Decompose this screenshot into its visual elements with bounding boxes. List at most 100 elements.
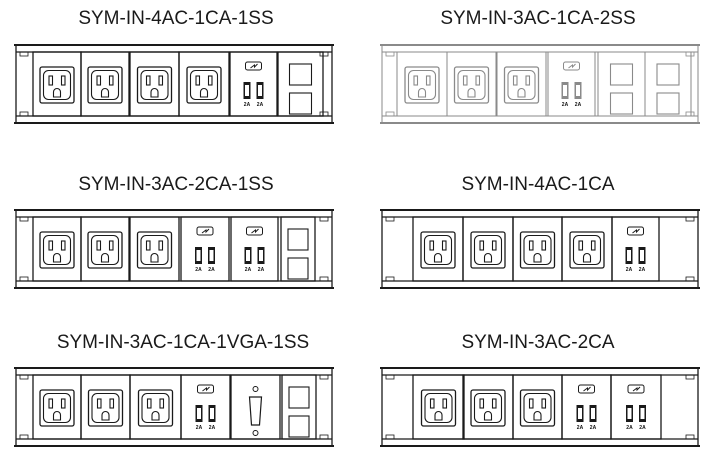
- charging-icon-frame: [627, 226, 644, 236]
- ac-outlet: [569, 231, 605, 269]
- mounting-tab: [19, 374, 29, 380]
- mounting-tab: [319, 216, 329, 222]
- outlet-slot-right: [207, 75, 213, 86]
- outlet-plate: [39, 389, 75, 427]
- module-bay: [178, 51, 230, 117]
- lightning-icon: [201, 228, 210, 234]
- outlet-ground-hole: [483, 252, 493, 263]
- blank-insert-top: [288, 63, 313, 86]
- usb-rating-right: 2A: [575, 102, 582, 108]
- outlet-plate: [186, 66, 222, 104]
- outlet-ground-hole: [434, 410, 443, 421]
- usb-port-left-slot: [245, 85, 249, 96]
- module-bay: [129, 216, 180, 282]
- vga-connector: [248, 396, 263, 426]
- outlet-slot-right: [159, 398, 165, 409]
- outlet-ground-hole: [101, 410, 110, 421]
- usb-rating-right: 2A: [208, 267, 215, 273]
- outlet-slot-left: [429, 398, 435, 409]
- outlet-face: [140, 234, 169, 266]
- blank-insert-top: [288, 386, 310, 409]
- panel-title: SYM-IN-4AC-1CA: [461, 174, 614, 195]
- outlet-slot-right: [60, 75, 66, 86]
- mounting-tab: [319, 111, 329, 117]
- usb-rating-left: 2A: [562, 102, 569, 108]
- mounting-tab: [19, 51, 29, 57]
- outlet-plate: [87, 389, 124, 427]
- outlet-slot-right: [158, 240, 164, 251]
- outlet-face: [42, 234, 72, 266]
- outlet-plate: [420, 231, 456, 269]
- outlet-slot-left: [462, 75, 468, 86]
- usb-port-left-slot: [627, 408, 632, 419]
- blank-insert-pair: [656, 63, 680, 115]
- outlet-slot-right: [158, 75, 164, 86]
- mounting-tab: [685, 216, 695, 222]
- outlet-slot-left: [146, 398, 152, 409]
- outlet-face: [507, 69, 536, 101]
- outlet-face: [424, 392, 453, 424]
- lightning-icon: [202, 386, 210, 392]
- lightning-icon: [632, 386, 641, 392]
- outlet-plate: [137, 389, 174, 427]
- module-bay: [446, 51, 497, 117]
- outlet-plate: [470, 231, 506, 269]
- outlet-face: [572, 234, 602, 266]
- outlet-slot-left: [413, 75, 419, 86]
- mounting-tab: [319, 276, 329, 282]
- usb-rating-left: 2A: [245, 267, 252, 273]
- module-bay: [611, 216, 660, 282]
- outlet-plate: [453, 66, 490, 104]
- ac-outlet: [39, 231, 75, 269]
- mounting-tab: [19, 276, 29, 282]
- ac-outlet: [470, 231, 506, 269]
- ac-outlet: [39, 389, 75, 427]
- ac-outlet: [136, 66, 173, 104]
- usb-rating-right: 2A: [257, 102, 264, 108]
- usb-charger: 2A 2A: [243, 61, 264, 108]
- outlet-slot-left: [195, 75, 201, 86]
- outlet-plate: [136, 231, 173, 269]
- usb-rating-left: 2A: [244, 102, 251, 108]
- usb-port-left-slot: [196, 250, 201, 261]
- charging-icon-frame: [196, 226, 214, 236]
- outlet-slot-right: [491, 398, 497, 409]
- ac-outlet: [453, 66, 490, 104]
- lightning-icon: [583, 386, 591, 392]
- blank-insert-pair: [288, 63, 313, 115]
- ac-outlet: [519, 389, 556, 427]
- vga-screw-bottom: [252, 430, 259, 436]
- panel-title: SYM-IN-3AC-1CA-2SS: [440, 8, 635, 29]
- mounting-tab: [385, 276, 395, 282]
- module-bay: [281, 374, 317, 440]
- module-bay: [180, 374, 231, 440]
- ac-outlet: [137, 389, 174, 427]
- ac-outlet: [87, 231, 123, 269]
- module-bay: [129, 374, 182, 440]
- outlet-ground-hole: [199, 87, 209, 98]
- outlet-slot-right: [541, 240, 547, 251]
- outlet-face: [140, 69, 169, 101]
- outlet-slot-right: [60, 398, 66, 409]
- ac-outlet: [420, 231, 456, 269]
- outlet-ground-hole: [533, 252, 542, 263]
- outlet-plate: [39, 231, 75, 269]
- outlet-face: [473, 392, 503, 424]
- usb-port-right-slot: [210, 408, 214, 419]
- outlet-face: [523, 234, 552, 266]
- charging-icon-frame: [578, 384, 595, 394]
- mounting-tab: [385, 51, 395, 57]
- module-bay: [229, 51, 278, 117]
- module-bay: [277, 51, 324, 117]
- mounting-tab: [385, 434, 395, 440]
- panel-title: SYM-IN-3AC-2CA-1SS: [78, 174, 273, 195]
- outlet-slot-right: [590, 240, 596, 251]
- lightning-icon: [251, 228, 259, 234]
- outlet-plate: [569, 231, 605, 269]
- usb-rating-right: 2A: [590, 425, 597, 431]
- mounting-tab: [19, 216, 29, 222]
